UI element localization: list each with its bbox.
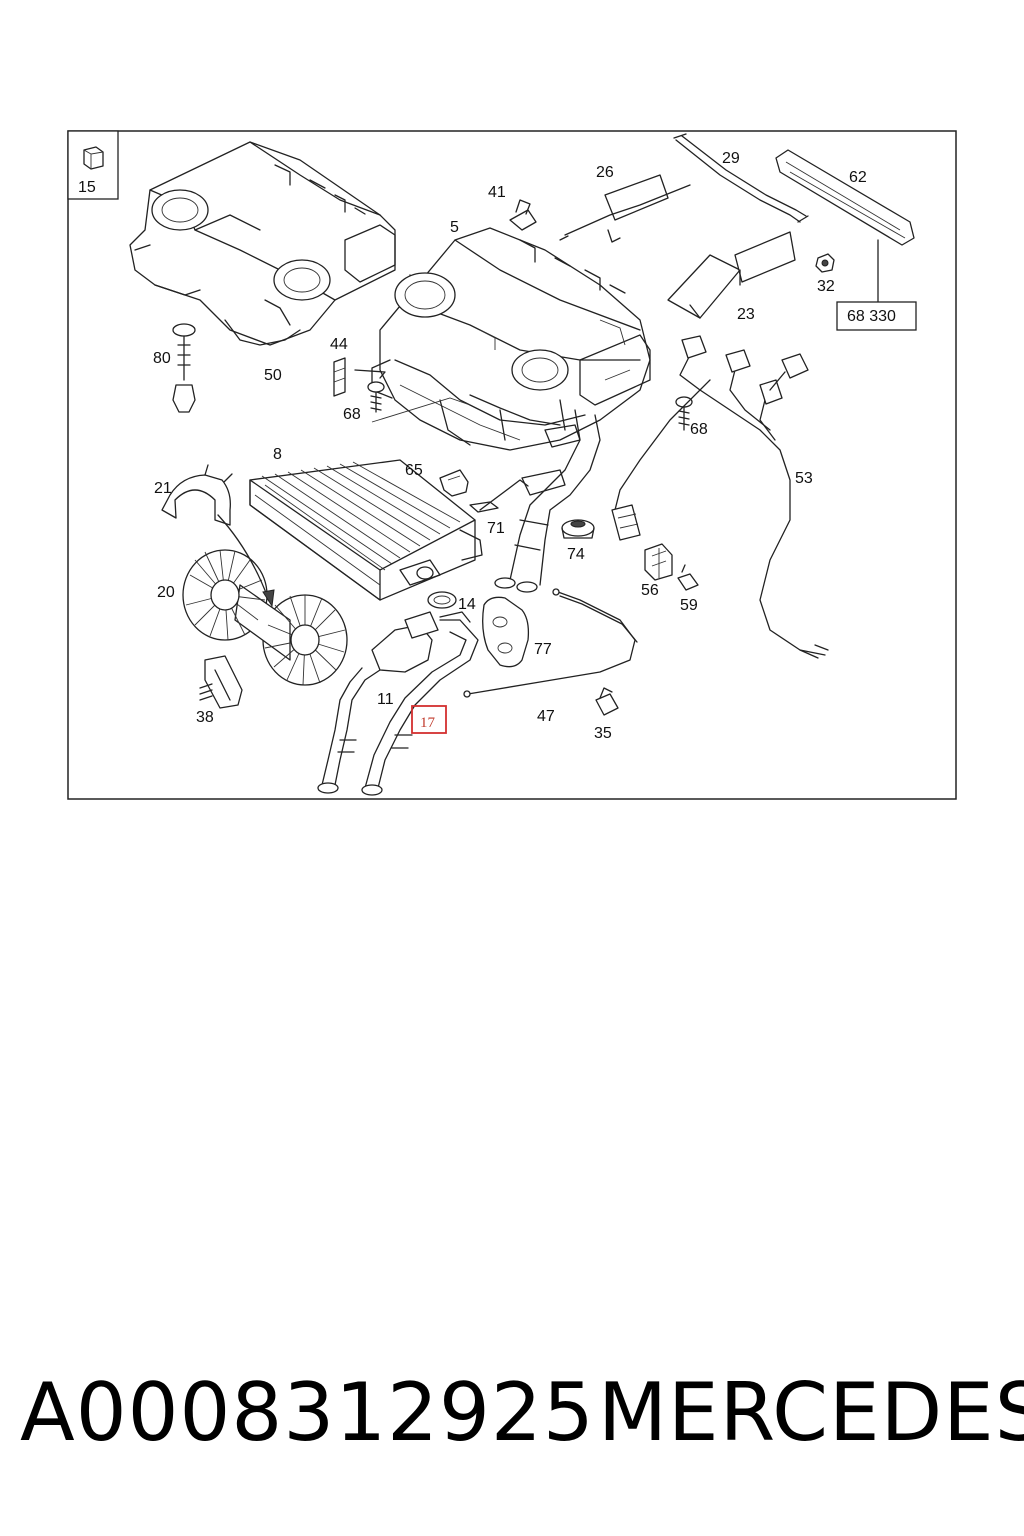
trim-62 xyxy=(775,149,915,246)
heater-core-8 xyxy=(249,459,483,601)
bracket-44 xyxy=(333,357,386,397)
label-14: 14 xyxy=(458,596,476,613)
heater-housing-5 xyxy=(371,227,651,451)
label-20: 20 xyxy=(157,584,175,601)
label-74: 74 xyxy=(567,546,585,563)
leader-68 xyxy=(371,397,471,423)
clip-71 xyxy=(469,479,529,513)
label-53: 53 xyxy=(795,470,813,487)
label-35: 35 xyxy=(594,725,612,742)
nut-32 xyxy=(815,253,835,273)
part-labels: 15 41 26 29 62 5 32 68 330 23 80 50 44 6… xyxy=(78,150,896,742)
flap-23 xyxy=(667,231,796,319)
lever-26 xyxy=(559,174,691,243)
footer: A0008312925 MERCEDES xyxy=(0,1366,1024,1476)
part-number: A0008312925 xyxy=(20,1366,595,1459)
label-68330: 68 330 xyxy=(847,308,896,325)
arrow-21-to-20 xyxy=(217,514,269,599)
label-56: 56 xyxy=(641,582,659,599)
water-valve-and-hoses xyxy=(317,611,479,796)
label-68-right: 68 xyxy=(690,421,708,438)
arrow-head-21 xyxy=(262,589,275,608)
blower-motor-20 xyxy=(182,549,348,686)
brand-name: MERCEDES xyxy=(598,1366,1024,1459)
label-71: 71 xyxy=(487,520,505,537)
cover-77 xyxy=(482,596,530,668)
label-68-left: 68 xyxy=(343,406,361,423)
clip-65 xyxy=(439,469,469,497)
cable-29 xyxy=(673,133,809,223)
air-duct-housing-50 xyxy=(129,141,396,346)
o-ring-14 xyxy=(427,591,457,609)
screw-68-left xyxy=(367,381,385,413)
label-38: 38 xyxy=(196,709,214,726)
label-41: 41 xyxy=(488,184,506,201)
inset-box-15 xyxy=(67,130,119,200)
label-44: 44 xyxy=(330,336,348,353)
bracket-21 xyxy=(161,464,233,526)
hose-assembly-upper xyxy=(494,409,601,593)
label-26: 26 xyxy=(596,164,614,181)
pin-80 xyxy=(172,323,196,413)
label-11: 11 xyxy=(377,691,394,708)
label-29: 29 xyxy=(722,150,740,167)
resistor-38 xyxy=(199,655,243,709)
highlight-box-17 xyxy=(411,705,447,734)
label-50: 50 xyxy=(264,367,282,384)
screw-68-right xyxy=(675,396,693,431)
label-62: 62 xyxy=(849,169,867,186)
label-23: 23 xyxy=(737,306,755,323)
clip-35 xyxy=(595,687,619,716)
label-box-68330 xyxy=(836,301,917,331)
label-65: 65 xyxy=(405,462,423,479)
label-15: 15 xyxy=(78,179,96,196)
switch-56 xyxy=(644,543,673,581)
label-8: 8 xyxy=(273,446,282,463)
wiring-harness-53 xyxy=(611,335,829,659)
clip-59 xyxy=(677,564,699,591)
label-47: 47 xyxy=(537,708,555,725)
label-21: 21 xyxy=(154,480,172,497)
control-cable-47 xyxy=(463,588,638,698)
label-32: 32 xyxy=(817,278,835,295)
label-77: 77 xyxy=(534,641,552,658)
label-80: 80 xyxy=(153,350,171,367)
label-17: 17 xyxy=(420,715,436,731)
clip-41 xyxy=(509,199,537,231)
diagram-frame xyxy=(67,130,957,800)
label-5: 5 xyxy=(450,219,459,236)
label-59: 59 xyxy=(680,597,698,614)
grommet-74 xyxy=(561,519,595,539)
